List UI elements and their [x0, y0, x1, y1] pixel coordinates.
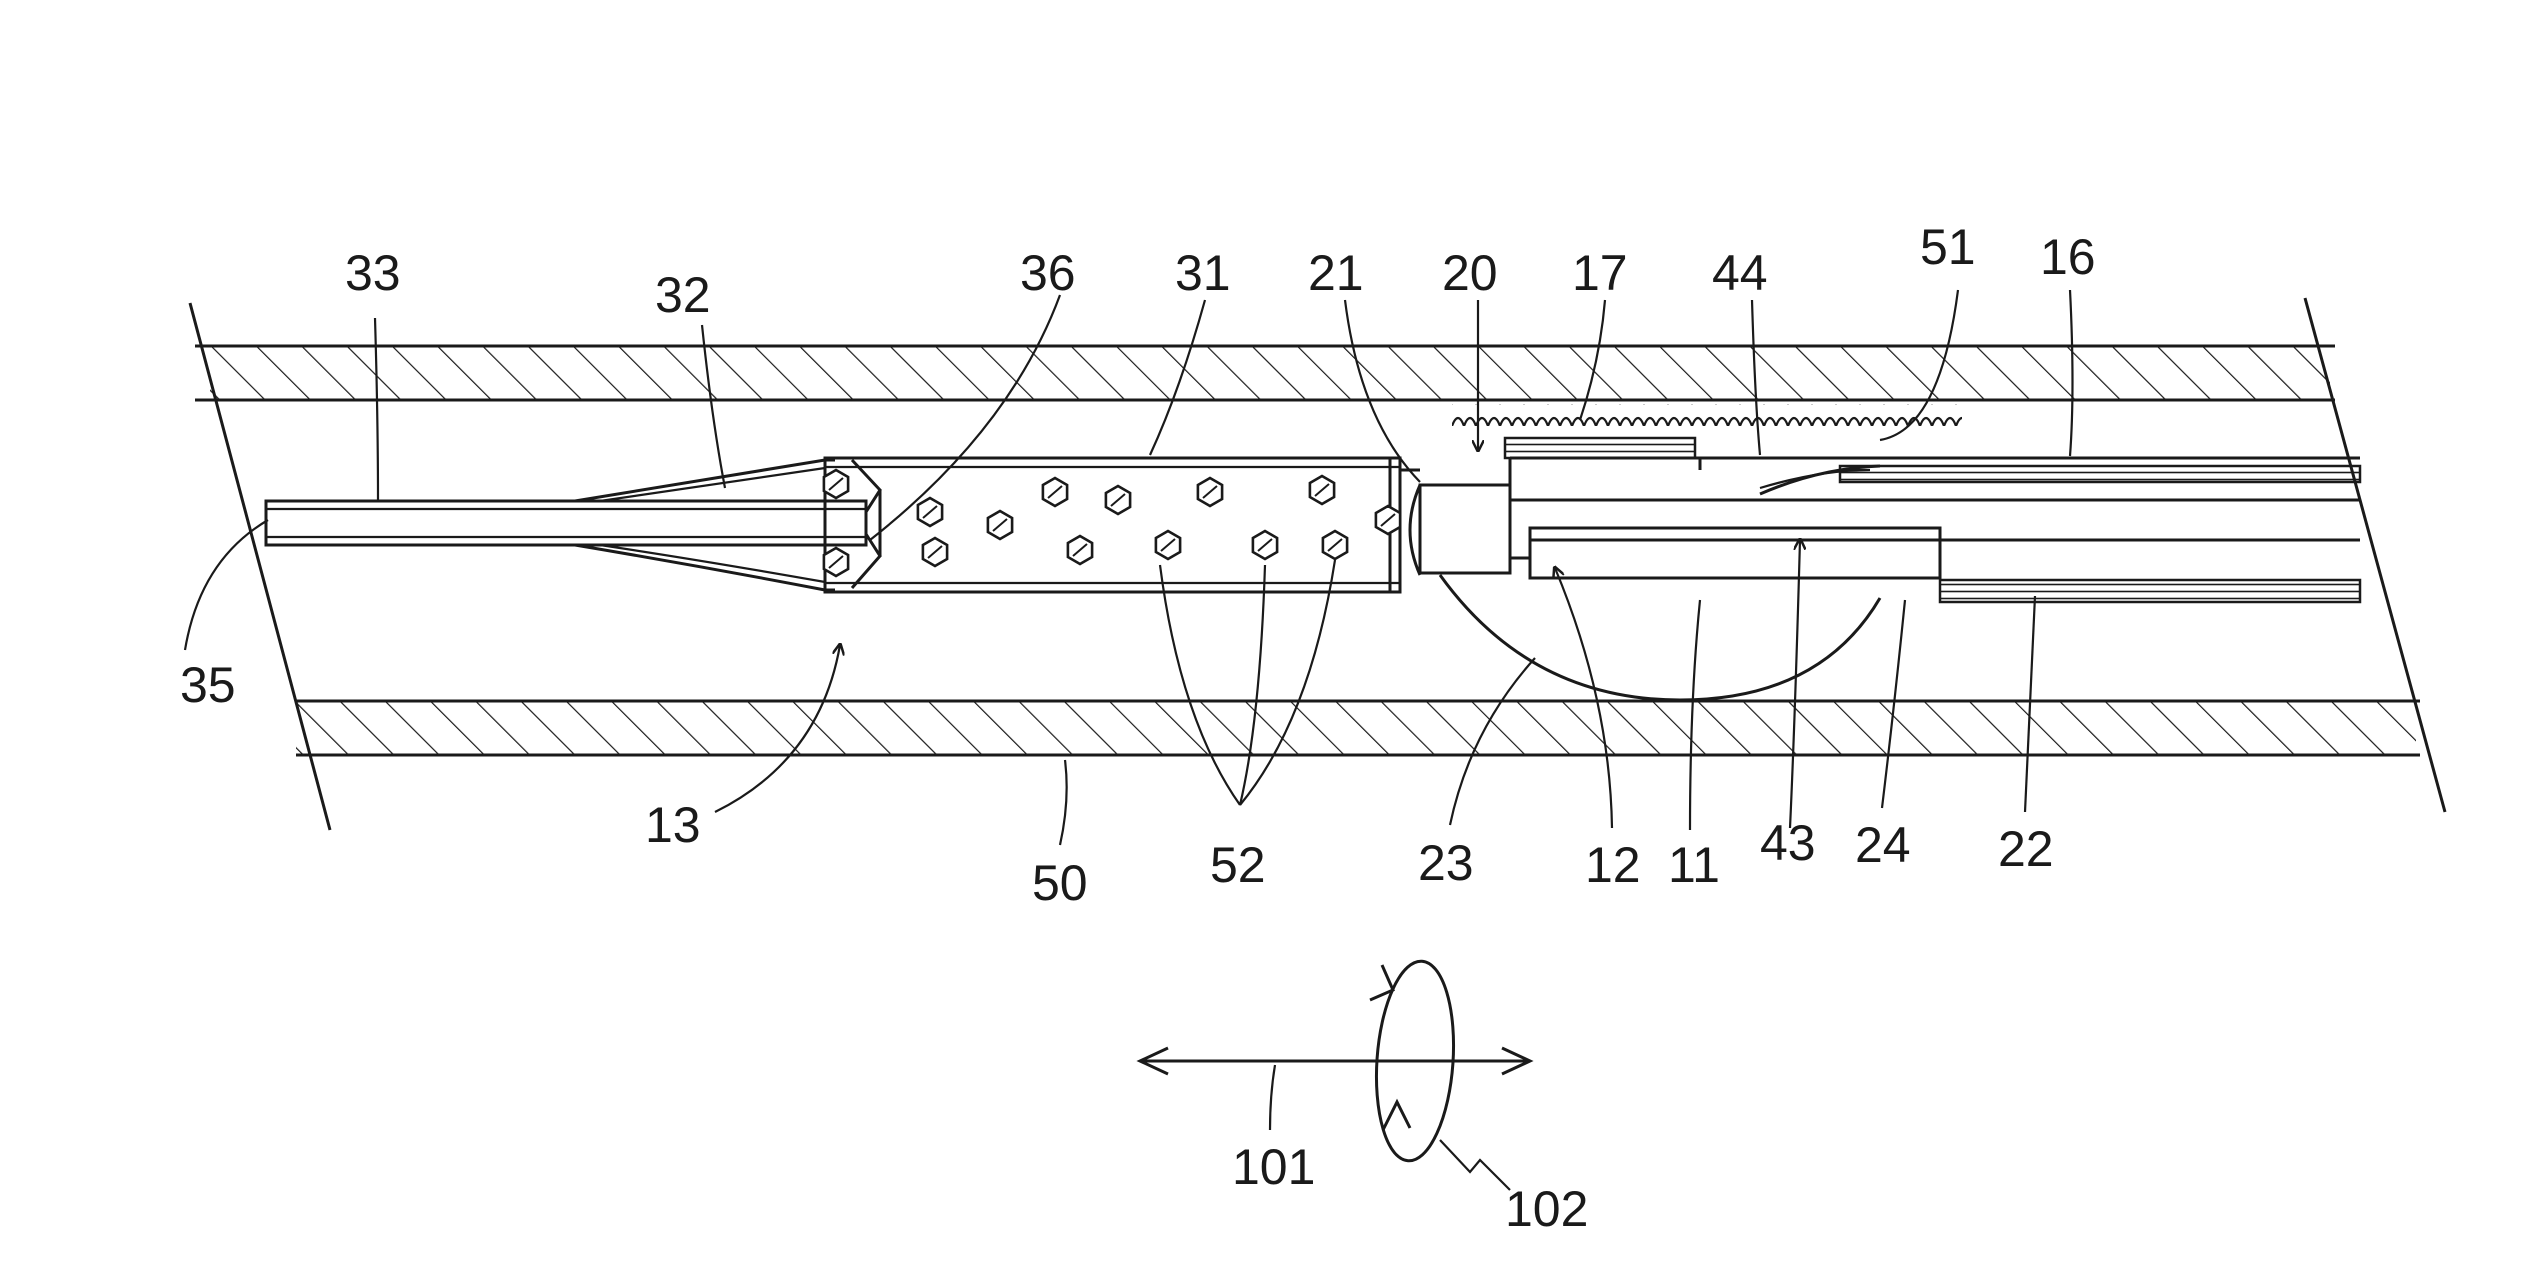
label-33: 33 — [345, 245, 401, 301]
motor — [1410, 485, 1530, 575]
label-43: 43 — [1760, 815, 1816, 871]
taper — [575, 460, 835, 590]
capsule-body — [825, 458, 1420, 592]
reinforcement — [1505, 438, 1695, 458]
balloon — [1440, 575, 1880, 700]
label-11: 11 — [1668, 837, 1720, 893]
tip-tube — [266, 501, 866, 545]
label-23: 23 — [1418, 835, 1474, 891]
direction-arrows — [1140, 959, 1530, 1190]
label-31: 31 — [1175, 245, 1231, 301]
label-16: 16 — [2040, 229, 2096, 285]
coil — [1452, 404, 1962, 426]
label-36: 36 — [1020, 245, 1076, 301]
label-50: 50 — [1032, 855, 1088, 911]
label-24: 24 — [1855, 817, 1911, 873]
label-17: 17 — [1572, 245, 1628, 301]
label-20: 20 — [1442, 245, 1498, 301]
label-22: 22 — [1998, 821, 2054, 877]
label-21: 21 — [1308, 245, 1364, 301]
label-44: 44 — [1712, 245, 1768, 301]
lower-leaders — [185, 520, 2035, 845]
upper-wall — [210, 346, 2330, 400]
label-35: 35 — [180, 657, 236, 713]
label-13: 13 — [645, 797, 701, 853]
label-32: 32 — [655, 267, 711, 323]
particles — [824, 470, 1400, 576]
label-12: 12 — [1585, 837, 1641, 893]
vessel-wall — [190, 298, 2445, 830]
label-52: 52 — [1210, 837, 1266, 893]
label-102: 102 — [1505, 1181, 1588, 1237]
lower-wall — [296, 701, 2416, 755]
label-51: 51 — [1920, 219, 1976, 275]
label-101: 101 — [1232, 1139, 1315, 1195]
